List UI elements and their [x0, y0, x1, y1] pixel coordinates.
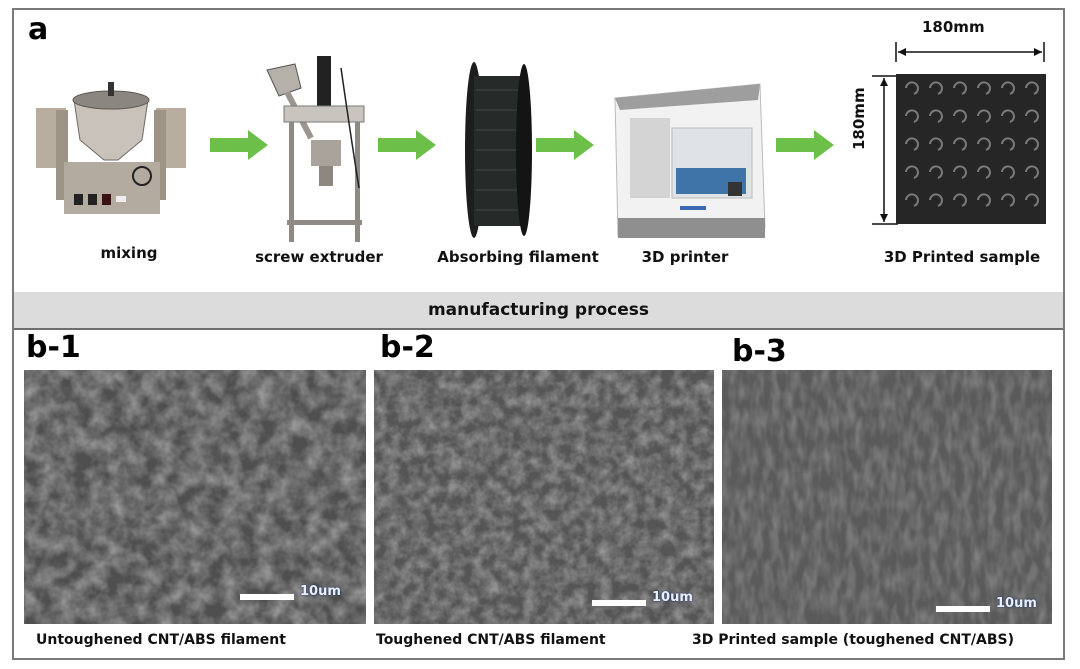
step-caption-filament: Absorbing filament: [437, 248, 599, 266]
step-caption-extruder: screw extruder: [255, 248, 383, 266]
sem-image-b1: 10um: [24, 370, 366, 624]
panel-a-label: a: [28, 12, 49, 47]
caption-b1: Untoughened CNT/ABS filament: [36, 632, 286, 648]
screw-extruder-icon: [266, 56, 365, 242]
sem-image-b2: 10um: [374, 370, 714, 624]
scale-label: 10um: [300, 584, 341, 599]
scale-bar: [240, 594, 294, 600]
mixer-machine-icon: [36, 82, 186, 214]
panel-b1-label: b-1: [26, 330, 81, 365]
flow-arrow-icon: [776, 130, 834, 160]
step-caption-mixing: mixing: [100, 244, 158, 262]
dimension-width-label: 180mm: [922, 18, 985, 36]
manufacturing-process-band: manufacturing process: [14, 292, 1063, 330]
printed-sample-icon: [872, 42, 1046, 225]
flow-arrow-icon: [536, 130, 594, 160]
panel-a: a: [14, 10, 1063, 292]
filament-spool-icon: [465, 62, 532, 238]
scale-label: 10um: [996, 596, 1037, 611]
sem-image-b3: 10um: [722, 370, 1052, 624]
scale-bar: [936, 606, 990, 612]
step-caption-sample: 3D Printed sample: [883, 248, 1041, 266]
caption-b2: Toughened CNT/ABS filament: [376, 632, 606, 648]
step-caption-printer: 3D printer: [641, 248, 729, 266]
caption-b3: 3D Printed sample (toughened CNT/ABS): [692, 632, 1014, 648]
dimension-height-label: 180mm: [850, 87, 868, 150]
panel-b: b-1 b-2 b-3 10um 10um 10um Untoughened C…: [14, 330, 1063, 660]
figure-frame: a: [12, 8, 1065, 660]
panel-b2-label: b-2: [380, 330, 435, 365]
panel-b3-label: b-3: [732, 334, 787, 369]
3d-printer-icon: [614, 83, 766, 238]
scale-bar: [592, 600, 646, 606]
scale-label: 10um: [652, 590, 693, 605]
flow-arrow-icon: [210, 130, 268, 160]
flow-arrow-icon: [378, 130, 436, 160]
